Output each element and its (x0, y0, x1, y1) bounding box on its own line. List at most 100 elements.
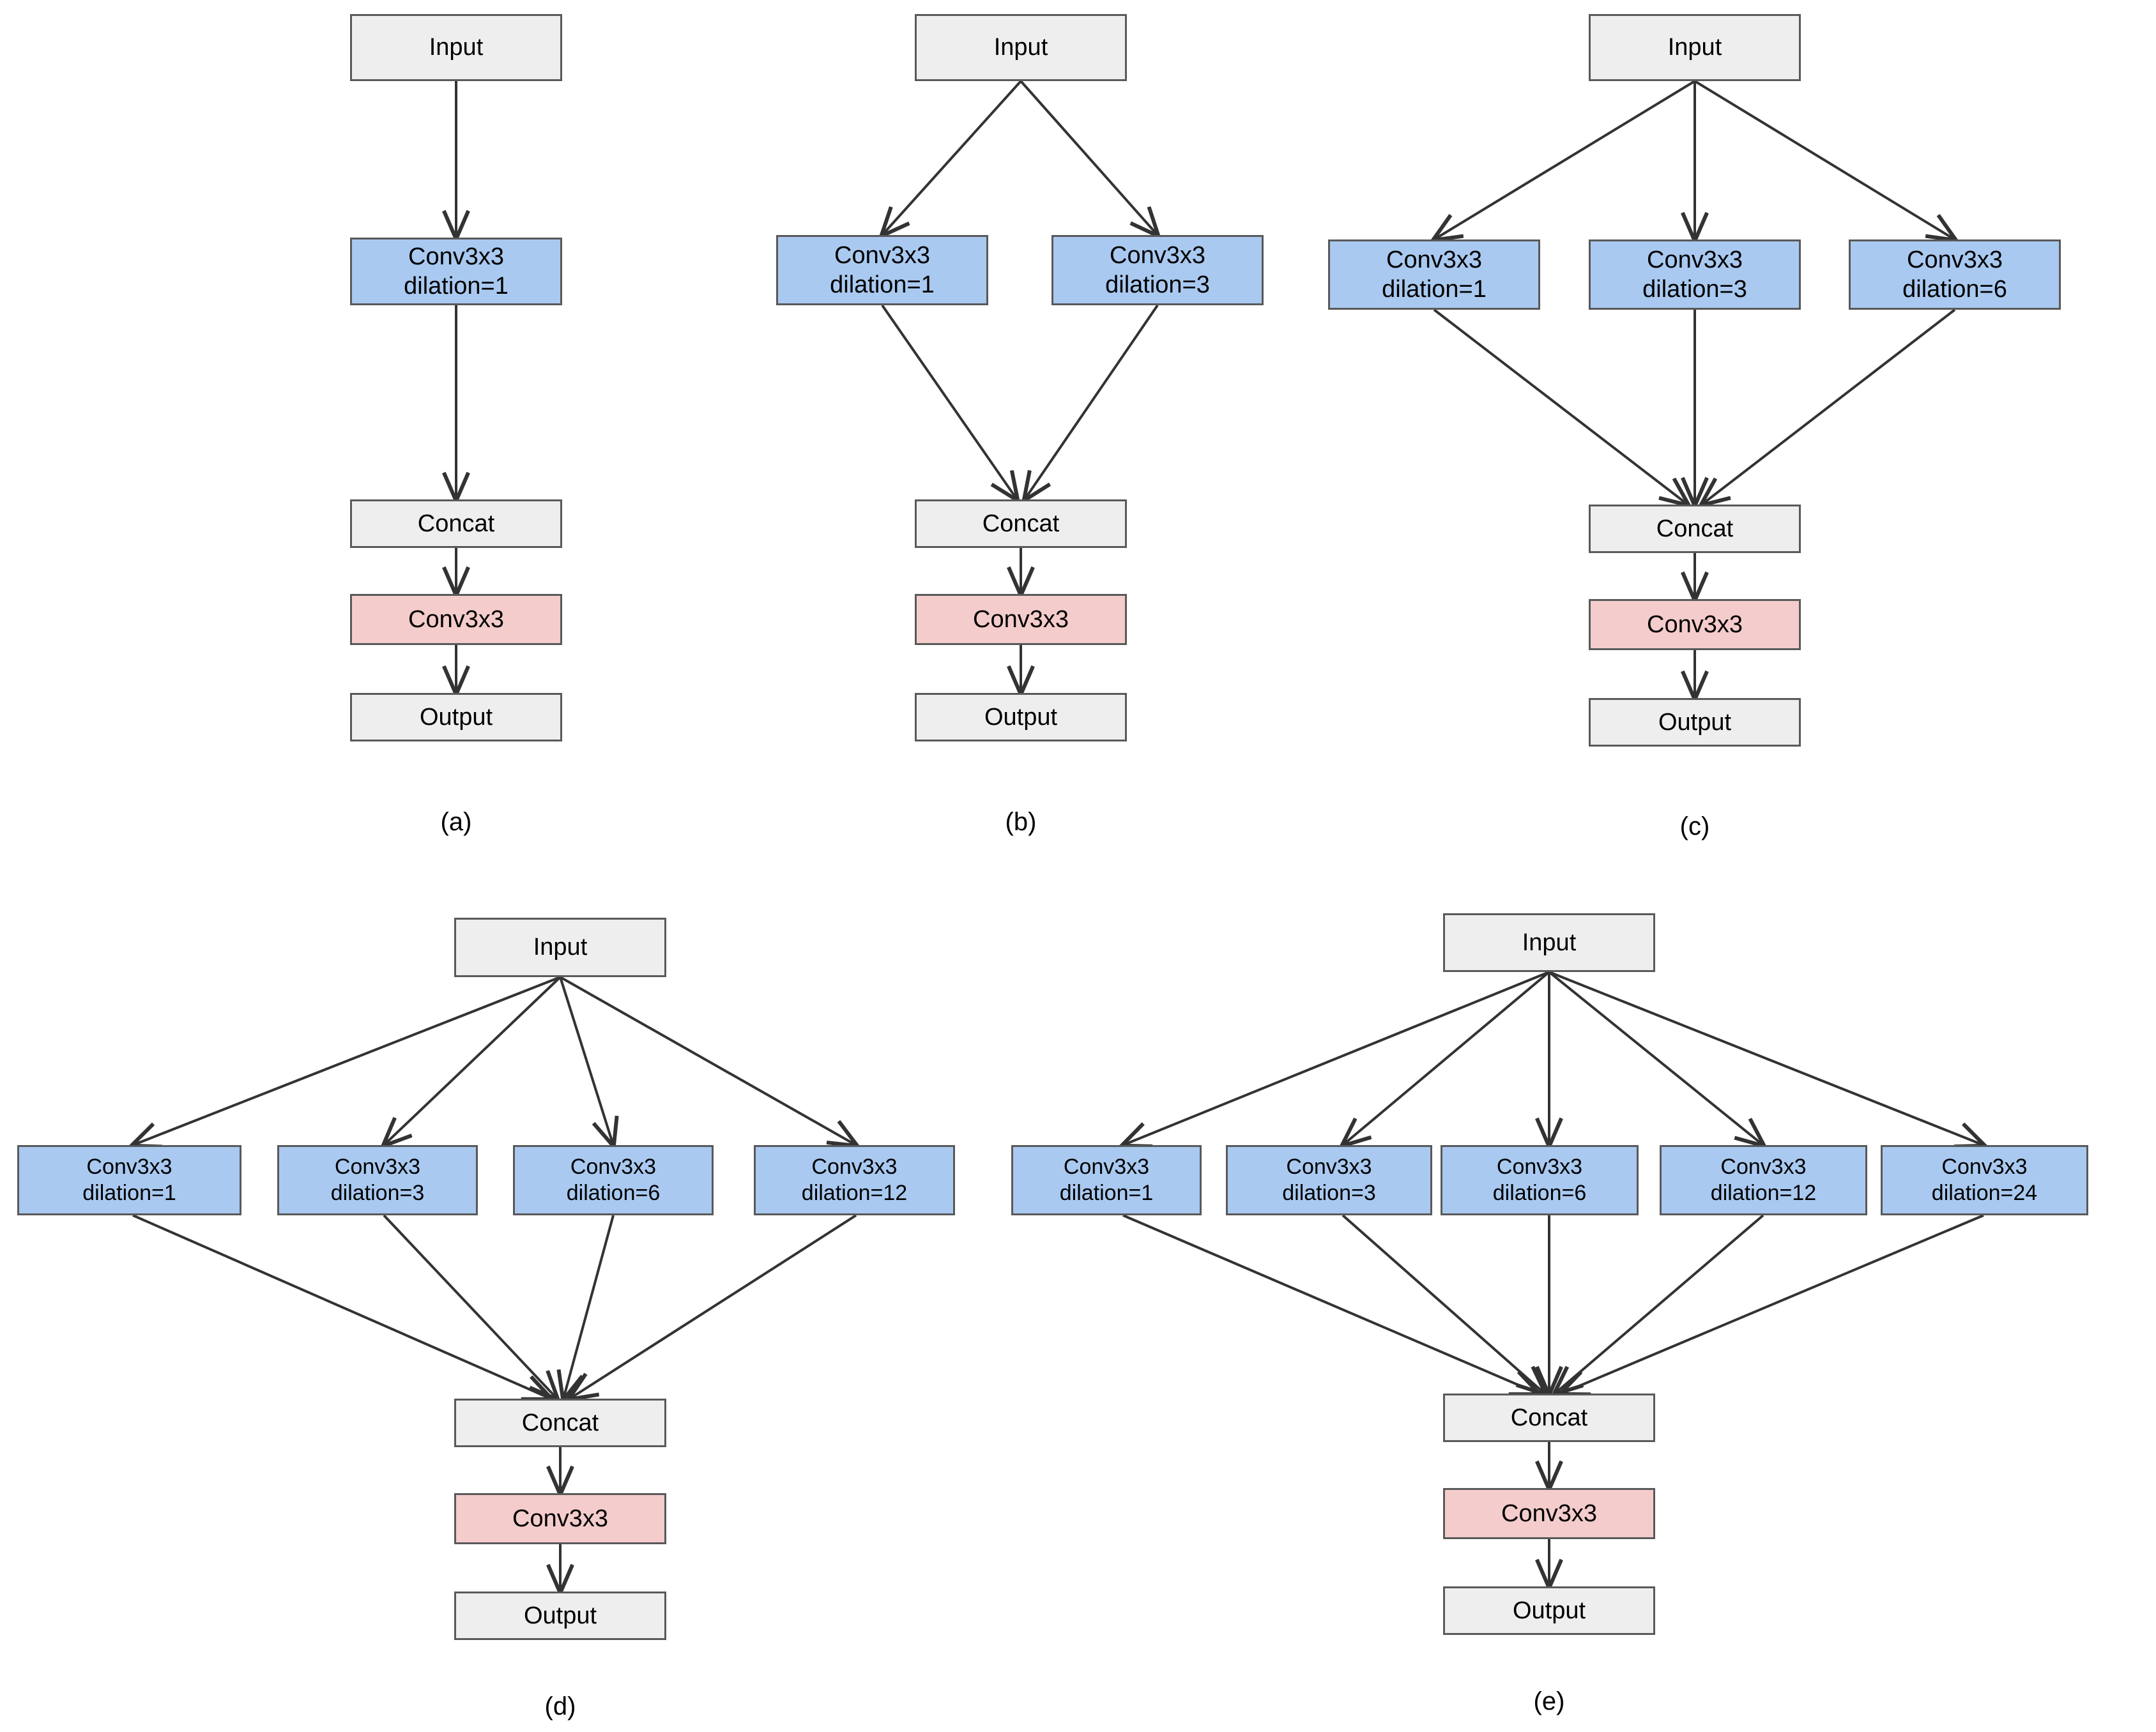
panel-e-branch-1-line2: dilation=3 (1282, 1181, 1376, 1205)
panel-b-concat-node[interactable]: Concat (915, 499, 1127, 548)
panel-a-caption: (a) (440, 808, 472, 836)
panel-c-output-label: Output (1658, 708, 1732, 736)
panel-a-input-label: Input (429, 34, 484, 61)
panel-e-branch-conv-dilation-24[interactable]: Conv3x3 dilation=24 (1881, 1145, 2088, 1215)
panel-e-fusion-conv-node[interactable]: Conv3x3 (1443, 1488, 1655, 1539)
panel-c-branch-1-line1: Conv3x3 (1647, 246, 1743, 273)
panel-a-fusion-conv-node[interactable]: Conv3x3 (350, 594, 562, 645)
panel-e-branch-1-line1: Conv3x3 (1286, 1154, 1372, 1179)
panel-b-output-label: Output (984, 703, 1058, 731)
edge-d-input-to-conv6 (559, 976, 613, 1145)
panel-c-branch-0-line1: Conv3x3 (1386, 246, 1482, 273)
panel-a-concat-node[interactable]: Concat (350, 499, 562, 548)
panel-b-fusion-conv-node[interactable]: Conv3x3 (915, 594, 1127, 645)
panel-e-caption: (e) (1533, 1687, 1565, 1715)
panel-d-concat-label: Concat (521, 1409, 599, 1436)
panel-b-branch-0-line2: dilation=1 (830, 271, 935, 298)
panel-a-output-node[interactable]: Output (350, 693, 562, 741)
panel-e-concat-node[interactable]: Concat (1443, 1394, 1655, 1442)
panel-d-branch-conv-dilation-12[interactable]: Conv3x3 dilation=12 (754, 1145, 955, 1215)
panel-d-branch-conv-dilation-1[interactable]: Conv3x3 dilation=1 (17, 1145, 241, 1215)
panel-d-fusion-conv-node[interactable]: Conv3x3 (454, 1493, 666, 1544)
edge-c-input-to-conv6 (1693, 80, 1955, 239)
panel-e-branch-conv-dilation-12[interactable]: Conv3x3 dilation=12 (1660, 1145, 1867, 1215)
edge-e-conv24-to-concat (1561, 1214, 1984, 1394)
panel-d-branch-0-line2: dilation=1 (82, 1181, 176, 1205)
panel-c-branch-0-line2: dilation=1 (1382, 276, 1487, 303)
edge-b-input-to-conv1 (882, 80, 1022, 235)
panel-d-branch-conv-dilation-6[interactable]: Conv3x3 dilation=6 (513, 1145, 714, 1215)
panel-a-branch-conv-dilation-1[interactable]: Conv3x3 dilation=1 (350, 238, 562, 305)
panel-c-concat-node[interactable]: Concat (1589, 505, 1801, 553)
panel-b-branch-1-line2: dilation=3 (1105, 271, 1210, 298)
panel-b-branch-conv-dilation-3[interactable]: Conv3x3 dilation=3 (1051, 235, 1264, 305)
panel-b-input-node[interactable]: Input (915, 14, 1127, 81)
panel-d-output-label: Output (523, 1602, 597, 1629)
panel-c-fusion-conv-node[interactable]: Conv3x3 (1589, 599, 1801, 650)
panel-d-input-node[interactable]: Input (454, 918, 666, 977)
panel-e-branch-conv-dilation-1[interactable]: Conv3x3 dilation=1 (1011, 1145, 1202, 1215)
panel-e-input-node[interactable]: Input (1443, 913, 1655, 972)
panel-a-output-label: Output (419, 703, 493, 731)
panel-d-branch-1-line2: dilation=3 (330, 1181, 425, 1205)
panel-b-branch-0-line1: Conv3x3 (834, 241, 930, 269)
edge-c-conv1-to-concat (1433, 308, 1688, 505)
panel-c-branch-2-line1: Conv3x3 (1907, 246, 2003, 273)
panel-d-concat-node[interactable]: Concat (454, 1399, 666, 1447)
edge-c-input-to-conv1 (1434, 80, 1696, 239)
edge-c-conv6-to-concat (1702, 308, 1956, 505)
panel-c-caption: (c) (1679, 812, 1710, 840)
panel-c-branch-1-line2: dilation=3 (1642, 276, 1747, 303)
panel-b-concat-label: Concat (982, 510, 1060, 537)
panel-e-branch-conv-dilation-6[interactable]: Conv3x3 dilation=6 (1441, 1145, 1639, 1215)
panel-c-fusion-label: Conv3x3 (1647, 611, 1743, 638)
panel-e-concat-label: Concat (1510, 1404, 1588, 1431)
panel-a-input-node[interactable]: Input (350, 14, 562, 81)
panel-e-branch-2-line1: Conv3x3 (1496, 1154, 1583, 1179)
panel-e-branch-2-line2: dilation=6 (1492, 1181, 1587, 1205)
panel-d-branch-conv-dilation-3[interactable]: Conv3x3 dilation=3 (277, 1145, 478, 1215)
panel-c-output-node[interactable]: Output (1589, 698, 1801, 747)
edge-d-input-to-conv12 (560, 976, 856, 1145)
panel-c-branch-conv-dilation-6[interactable]: Conv3x3 dilation=6 (1849, 239, 2061, 310)
panel-d-branch-3-line1: Conv3x3 (811, 1154, 898, 1179)
panel-c-branch-conv-dilation-3[interactable]: Conv3x3 dilation=3 (1589, 239, 1801, 310)
panel-d-fusion-label: Conv3x3 (512, 1505, 608, 1532)
edge-e-input-to-conv3 (1343, 971, 1550, 1145)
panel-d-caption: (d) (544, 1692, 576, 1721)
edge-d-conv1-to-concat (132, 1214, 551, 1399)
panel-b-output-node[interactable]: Output (915, 693, 1127, 741)
edge-d-input-to-conv3 (384, 976, 562, 1145)
edge-d-conv6-to-concat (563, 1215, 615, 1399)
panel-a-concat-label: Concat (417, 510, 495, 537)
edge-e-conv3-to-concat (1342, 1214, 1545, 1394)
panel-d-branch-0-line1: Conv3x3 (86, 1154, 172, 1179)
edge-e-conv1-to-concat (1122, 1214, 1538, 1394)
panel-d-branch-2-line1: Conv3x3 (570, 1154, 657, 1179)
edge-b-conv1-to-concat (881, 304, 1017, 499)
panel-e-branch-3-line1: Conv3x3 (1720, 1154, 1807, 1179)
panel-d-branch-2-line2: dilation=6 (566, 1181, 661, 1205)
panel-e-branch-0-line2: dilation=1 (1059, 1181, 1154, 1205)
edge-e-input-to-conv1 (1123, 971, 1550, 1145)
panel-e-output-label: Output (1512, 1597, 1586, 1624)
panel-b-branch-conv-dilation-1[interactable]: Conv3x3 dilation=1 (776, 235, 988, 305)
edge-e-input-to-conv12 (1548, 971, 1763, 1145)
panel-c-input-node[interactable]: Input (1589, 14, 1801, 81)
panel-c-concat-label: Concat (1656, 515, 1734, 542)
panel-c-input-label: Input (1667, 34, 1722, 61)
panel-e-branch-3-line2: dilation=12 (1710, 1181, 1817, 1205)
panel-d-output-node[interactable]: Output (454, 1591, 666, 1640)
panel-a-branch-0-line2: dilation=1 (404, 273, 508, 300)
edge-b-input-to-conv3 (1020, 80, 1158, 235)
edge-d-conv12-to-concat (570, 1214, 857, 1399)
panel-c-branch-conv-dilation-1[interactable]: Conv3x3 dilation=1 (1328, 239, 1540, 310)
panel-e-input-label: Input (1522, 929, 1577, 956)
edge-b-conv3-to-concat (1025, 304, 1159, 499)
panel-d-branch-1-line1: Conv3x3 (334, 1154, 421, 1179)
panel-e-branch-0-line1: Conv3x3 (1063, 1154, 1150, 1179)
panel-b-caption: (b) (1005, 808, 1037, 836)
panel-e-fusion-label: Conv3x3 (1501, 1500, 1597, 1527)
panel-e-output-node[interactable]: Output (1443, 1586, 1655, 1635)
panel-e-branch-conv-dilation-3[interactable]: Conv3x3 dilation=3 (1226, 1145, 1432, 1215)
